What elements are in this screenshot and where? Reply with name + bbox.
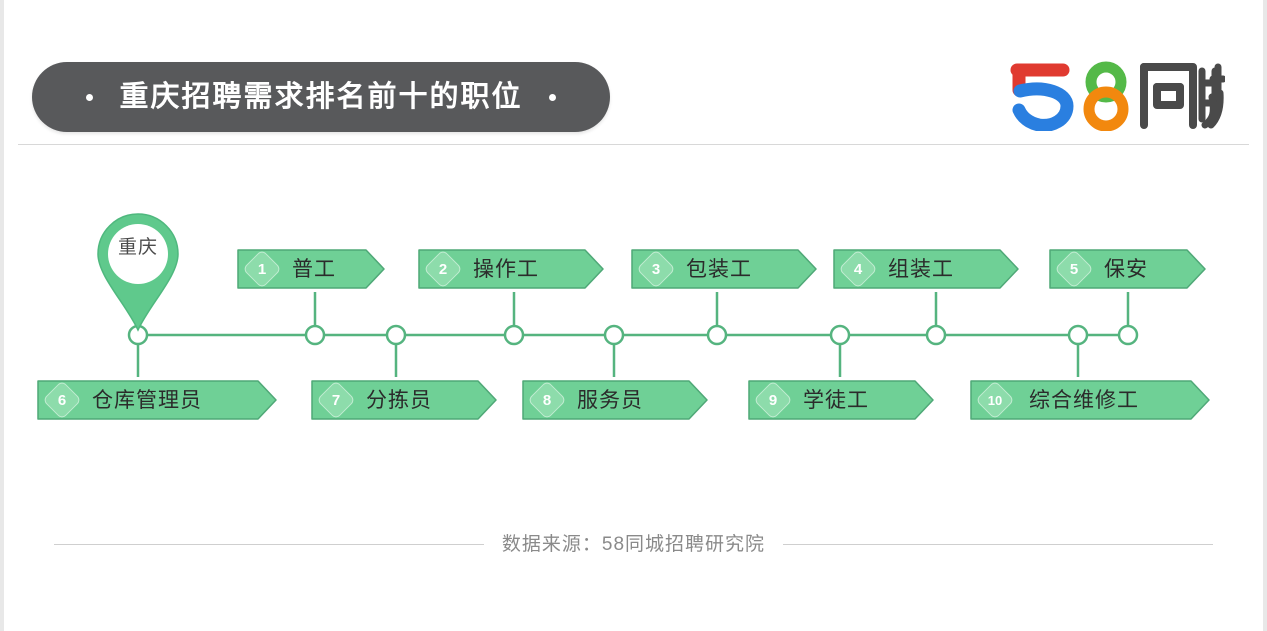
rank-label: 仓库管理员 <box>92 388 202 412</box>
footer-rule-left <box>53 543 484 545</box>
rank-item-7[interactable]: 7 分拣员 <box>308 377 500 423</box>
pill-dot-left-icon <box>86 93 94 101</box>
rank-label: 服务员 <box>577 388 643 412</box>
right-edge-bar <box>1263 0 1267 631</box>
rank-number: 2 <box>438 260 448 278</box>
rank-item-4[interactable]: 4 组装工 <box>830 246 1022 292</box>
rank-number: 5 <box>1069 260 1079 278</box>
pill-dot-right-icon <box>548 93 556 101</box>
rank-label: 普工 <box>292 257 336 281</box>
rank-number: 1 <box>257 260 267 278</box>
map-pin-label: 重庆 <box>117 237 158 258</box>
chevron-shape <box>415 246 607 292</box>
data-source-label: 数据来源：58同城招聘研究院 <box>501 533 766 555</box>
rank-item-10[interactable]: 10 综合维修工 <box>967 377 1213 423</box>
rank-number: 8 <box>542 391 552 409</box>
rank-label: 保安 <box>1104 257 1148 281</box>
rank-item-5[interactable]: 5 保安 <box>1046 246 1209 292</box>
rank-item-2[interactable]: 2 操作工 <box>415 246 607 292</box>
rank-item-1[interactable]: 1 普工 <box>234 246 388 292</box>
58tongcheng-logo <box>1007 54 1225 134</box>
left-edge-bar <box>0 0 4 631</box>
rank-label: 综合维修工 <box>1029 388 1139 412</box>
rank-item-6[interactable]: 6 仓库管理员 <box>34 377 280 423</box>
header: 重庆招聘需求排名前十的职位 <box>0 0 1267 146</box>
chevron-shape <box>1046 246 1209 292</box>
chevron-shape <box>967 377 1213 423</box>
rank-item-3[interactable]: 3 包装工 <box>628 246 820 292</box>
chevron-shape <box>308 377 500 423</box>
rank-number: 3 <box>651 260 661 278</box>
rank-label: 操作工 <box>473 257 539 281</box>
rank-label: 包装工 <box>686 257 752 281</box>
rank-number: 9 <box>768 391 778 409</box>
rank-number: 6 <box>57 391 67 409</box>
rank-label: 组装工 <box>888 257 954 281</box>
map-pin-chongqing: 重庆 <box>96 212 180 332</box>
chevron-shape <box>830 246 1022 292</box>
header-divider <box>18 144 1249 145</box>
rank-number: 10 <box>987 392 1003 408</box>
page-title-pill: 重庆招聘需求排名前十的职位 <box>32 62 610 132</box>
chevron-shape <box>628 246 820 292</box>
footer: 数据来源：58同城招聘研究院 <box>0 524 1267 564</box>
chevron-shape <box>34 377 280 423</box>
rank-number: 4 <box>853 260 863 278</box>
footer-rule-right <box>783 543 1214 545</box>
chevron-shape <box>745 377 937 423</box>
chevron-shape <box>234 246 388 292</box>
rank-label: 分拣员 <box>366 388 432 412</box>
page-title: 重庆招聘需求排名前十的职位 <box>119 80 523 113</box>
rank-item-8[interactable]: 8 服务员 <box>519 377 711 423</box>
rank-number: 7 <box>331 391 341 409</box>
rank-item-9[interactable]: 9 学徒工 <box>745 377 937 423</box>
rank-label: 学徒工 <box>803 388 869 412</box>
chevron-shape <box>519 377 711 423</box>
